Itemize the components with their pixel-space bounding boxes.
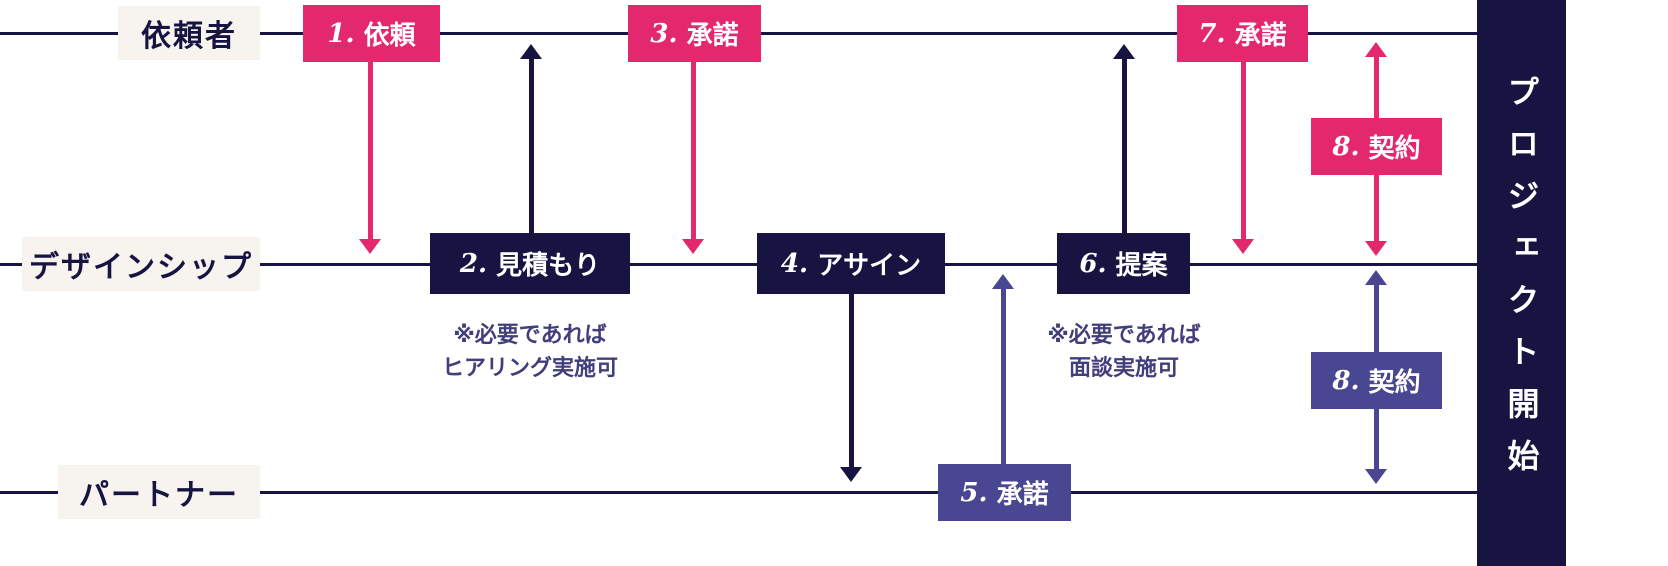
arrow-shaft	[690, 62, 696, 241]
note-line-1: ※必要であれば	[1047, 322, 1201, 347]
step-number: 4.	[780, 248, 809, 279]
step-number: 1.	[327, 18, 355, 49]
step-label: 承諾	[686, 20, 739, 50]
arrowhead-down-icon	[1232, 239, 1254, 254]
project-start-label: プロジェクト開始	[1503, 75, 1540, 491]
project-start-banner: プロジェクト開始	[1477, 0, 1566, 566]
step-number: 7.	[1198, 18, 1226, 49]
arrowhead-down-icon	[359, 239, 381, 254]
step-label: 見積もり	[496, 250, 601, 280]
note-hearing: ※必要であれば ヒアリング実施可	[370, 318, 690, 384]
lane-line-designship	[0, 263, 1477, 266]
step-2-estimate: 2. 見積もり	[430, 233, 630, 294]
step-6-proposal: 6. 提案	[1057, 233, 1190, 294]
step-label: 依頼	[363, 20, 416, 50]
arrow-shaft	[367, 62, 373, 241]
lane-label-partner-text: パートナー	[79, 479, 239, 512]
note-line-2: 面談実施可	[1068, 355, 1179, 380]
step-label: 承諾	[1234, 20, 1287, 50]
step-number: 3.	[650, 18, 678, 49]
arrowhead-up-icon	[520, 44, 542, 59]
step-label: 契約	[1368, 133, 1421, 163]
step-1-request: 1. 依頼	[303, 5, 440, 62]
arrowhead-up-icon	[1365, 42, 1387, 57]
arrowhead-up-icon	[1365, 270, 1387, 285]
step-5-partner-accept: 5. 承諾	[938, 464, 1071, 521]
lane-label-partner: パートナー	[58, 465, 260, 519]
step-label: 提案	[1115, 250, 1168, 280]
step-3-accept: 3. 承諾	[628, 5, 761, 62]
arrow-shaft	[1000, 287, 1006, 464]
arrow-request-down	[359, 62, 381, 254]
step-number: 8.	[1332, 131, 1360, 162]
arrow-assign-down	[840, 294, 862, 482]
step-8-contract-client: 8. 契約	[1311, 118, 1442, 175]
step-label: アサイン	[817, 250, 922, 280]
step-label: 承諾	[996, 479, 1049, 509]
step-4-assign: 4. アサイン	[757, 233, 945, 294]
arrowhead-down-icon	[1365, 241, 1387, 256]
arrowhead-down-icon	[840, 467, 862, 482]
note-line-2: ヒアリング実施可	[441, 355, 618, 380]
arrowhead-up-icon	[992, 274, 1014, 289]
note-interview: ※必要であれば 面談実施可	[964, 318, 1284, 384]
lane-label-designship-text: デザインシップ	[29, 251, 253, 284]
arrow-proposal-up	[1113, 44, 1135, 233]
lane-label-client: 依頼者	[118, 6, 260, 60]
step-label: 契約	[1368, 367, 1421, 397]
arrow-shaft	[1240, 62, 1246, 241]
lane-label-client-text: 依頼者	[141, 20, 237, 53]
arrowhead-down-icon	[682, 239, 704, 254]
step-number: 8.	[1332, 365, 1360, 396]
step-number: 6.	[1079, 248, 1107, 279]
lane-label-designship: デザインシップ	[22, 237, 260, 291]
step-7-accept: 7. 承諾	[1177, 5, 1308, 62]
arrow-final-accept-down	[1232, 62, 1254, 254]
note-line-1: ※必要であれば	[453, 322, 607, 347]
step-number: 5.	[960, 477, 988, 508]
step-8-contract-partner: 8. 契約	[1311, 352, 1442, 409]
arrow-shaft	[528, 57, 534, 233]
arrow-shaft	[1121, 57, 1127, 233]
arrowhead-down-icon	[1365, 469, 1387, 484]
arrow-shaft	[848, 294, 854, 469]
arrow-accept-down	[682, 62, 704, 254]
arrowhead-up-icon	[1113, 44, 1135, 59]
arrow-partner-accept-up	[992, 274, 1014, 464]
lane-line-partner	[0, 491, 1477, 494]
arrow-estimate-up	[520, 44, 542, 233]
step-number: 2.	[459, 248, 488, 279]
